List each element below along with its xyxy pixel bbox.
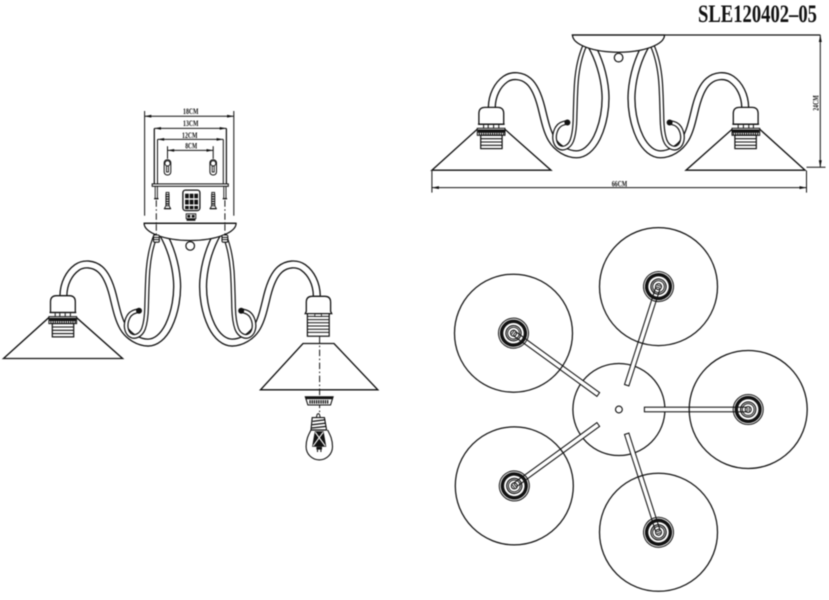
svg-text:12CM: 12CM (182, 131, 198, 140)
svg-text:24CM: 24CM (812, 95, 821, 111)
svg-text:18CM: 18CM (183, 107, 199, 116)
svg-text:8CM: 8CM (185, 141, 197, 150)
svg-text:13CM: 13CM (183, 119, 199, 128)
svg-text:66CM: 66CM (612, 179, 628, 188)
svg-text:SLE120402–05: SLE120402–05 (698, 1, 817, 28)
